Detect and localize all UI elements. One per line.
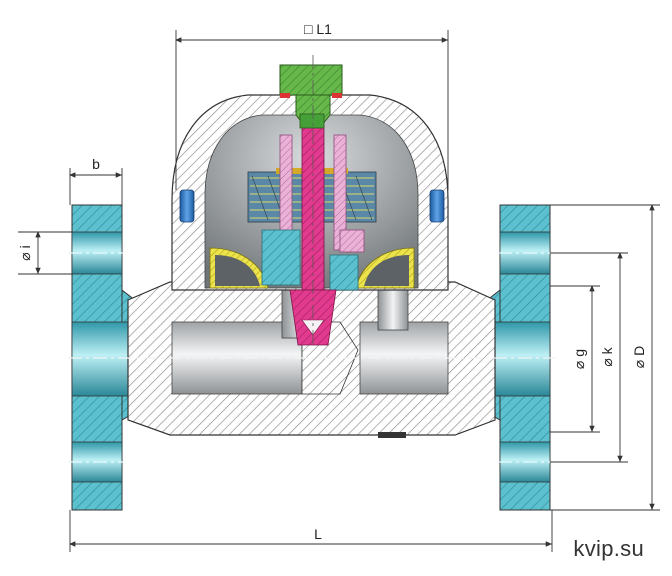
- label-diameter-D: ⌀ D: [631, 346, 647, 368]
- center-lines: [68, 55, 555, 463]
- dimension-lines: [18, 30, 660, 552]
- float-elements: [209, 247, 415, 289]
- label-l1: □ L1: [304, 21, 332, 37]
- adjustment-cap: [279, 64, 343, 129]
- label-diameter-g: ⌀ g: [571, 349, 587, 369]
- bolt-right: [429, 189, 445, 223]
- guide-sleeves: [279, 134, 365, 253]
- label-L: L: [314, 526, 322, 542]
- watermark: kvip.su: [573, 536, 644, 561]
- bolt-left: [179, 189, 195, 223]
- label-diameter-k: ⌀ k: [599, 346, 615, 366]
- label-b: b: [92, 156, 100, 172]
- label-diameter-i: ⌀ i: [17, 245, 33, 260]
- stem-holder: [261, 229, 359, 291]
